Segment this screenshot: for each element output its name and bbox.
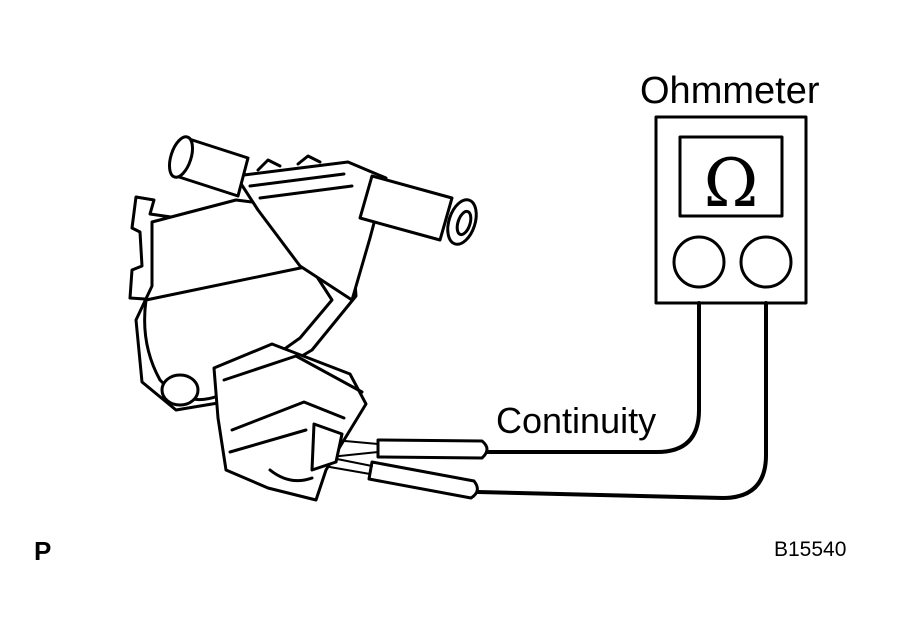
probe-lower [323,457,479,500]
valve-pipe-right-bore [455,209,473,237]
connector-terminal-face [310,422,344,472]
corner-mark: P [34,536,52,566]
ohmmeter-jack-left [672,235,726,289]
ohmmeter-device: Ω [654,115,808,305]
connector-top-edge [222,354,364,394]
continuity-label: Continuity [496,400,657,441]
ohmmeter-jack-right [739,235,793,289]
valve-pipe-right [358,174,454,242]
vacuum-switching-valve [128,135,478,502]
ohmmeter-display [678,135,784,218]
valve-housing-ridge [248,172,354,200]
probe-lower-handle [367,460,479,500]
figure-code: B15540 [774,538,847,561]
valve-housing-tabs [256,154,322,172]
valve-pipe-left-end [167,135,195,179]
test-lead-lower [476,301,768,500]
probe-lower-tip [323,457,373,475]
ohm-symbol: Ω [704,145,759,222]
test-lead-upper [485,301,701,454]
connector-latch [268,468,314,483]
probe-upper [329,438,489,460]
ohmmeter-label: Ohmmeter [640,70,820,112]
valve-port-hole [160,373,200,407]
connector-housing [212,342,368,502]
probe-upper-handle [376,438,489,460]
connector-ribs [228,400,346,454]
